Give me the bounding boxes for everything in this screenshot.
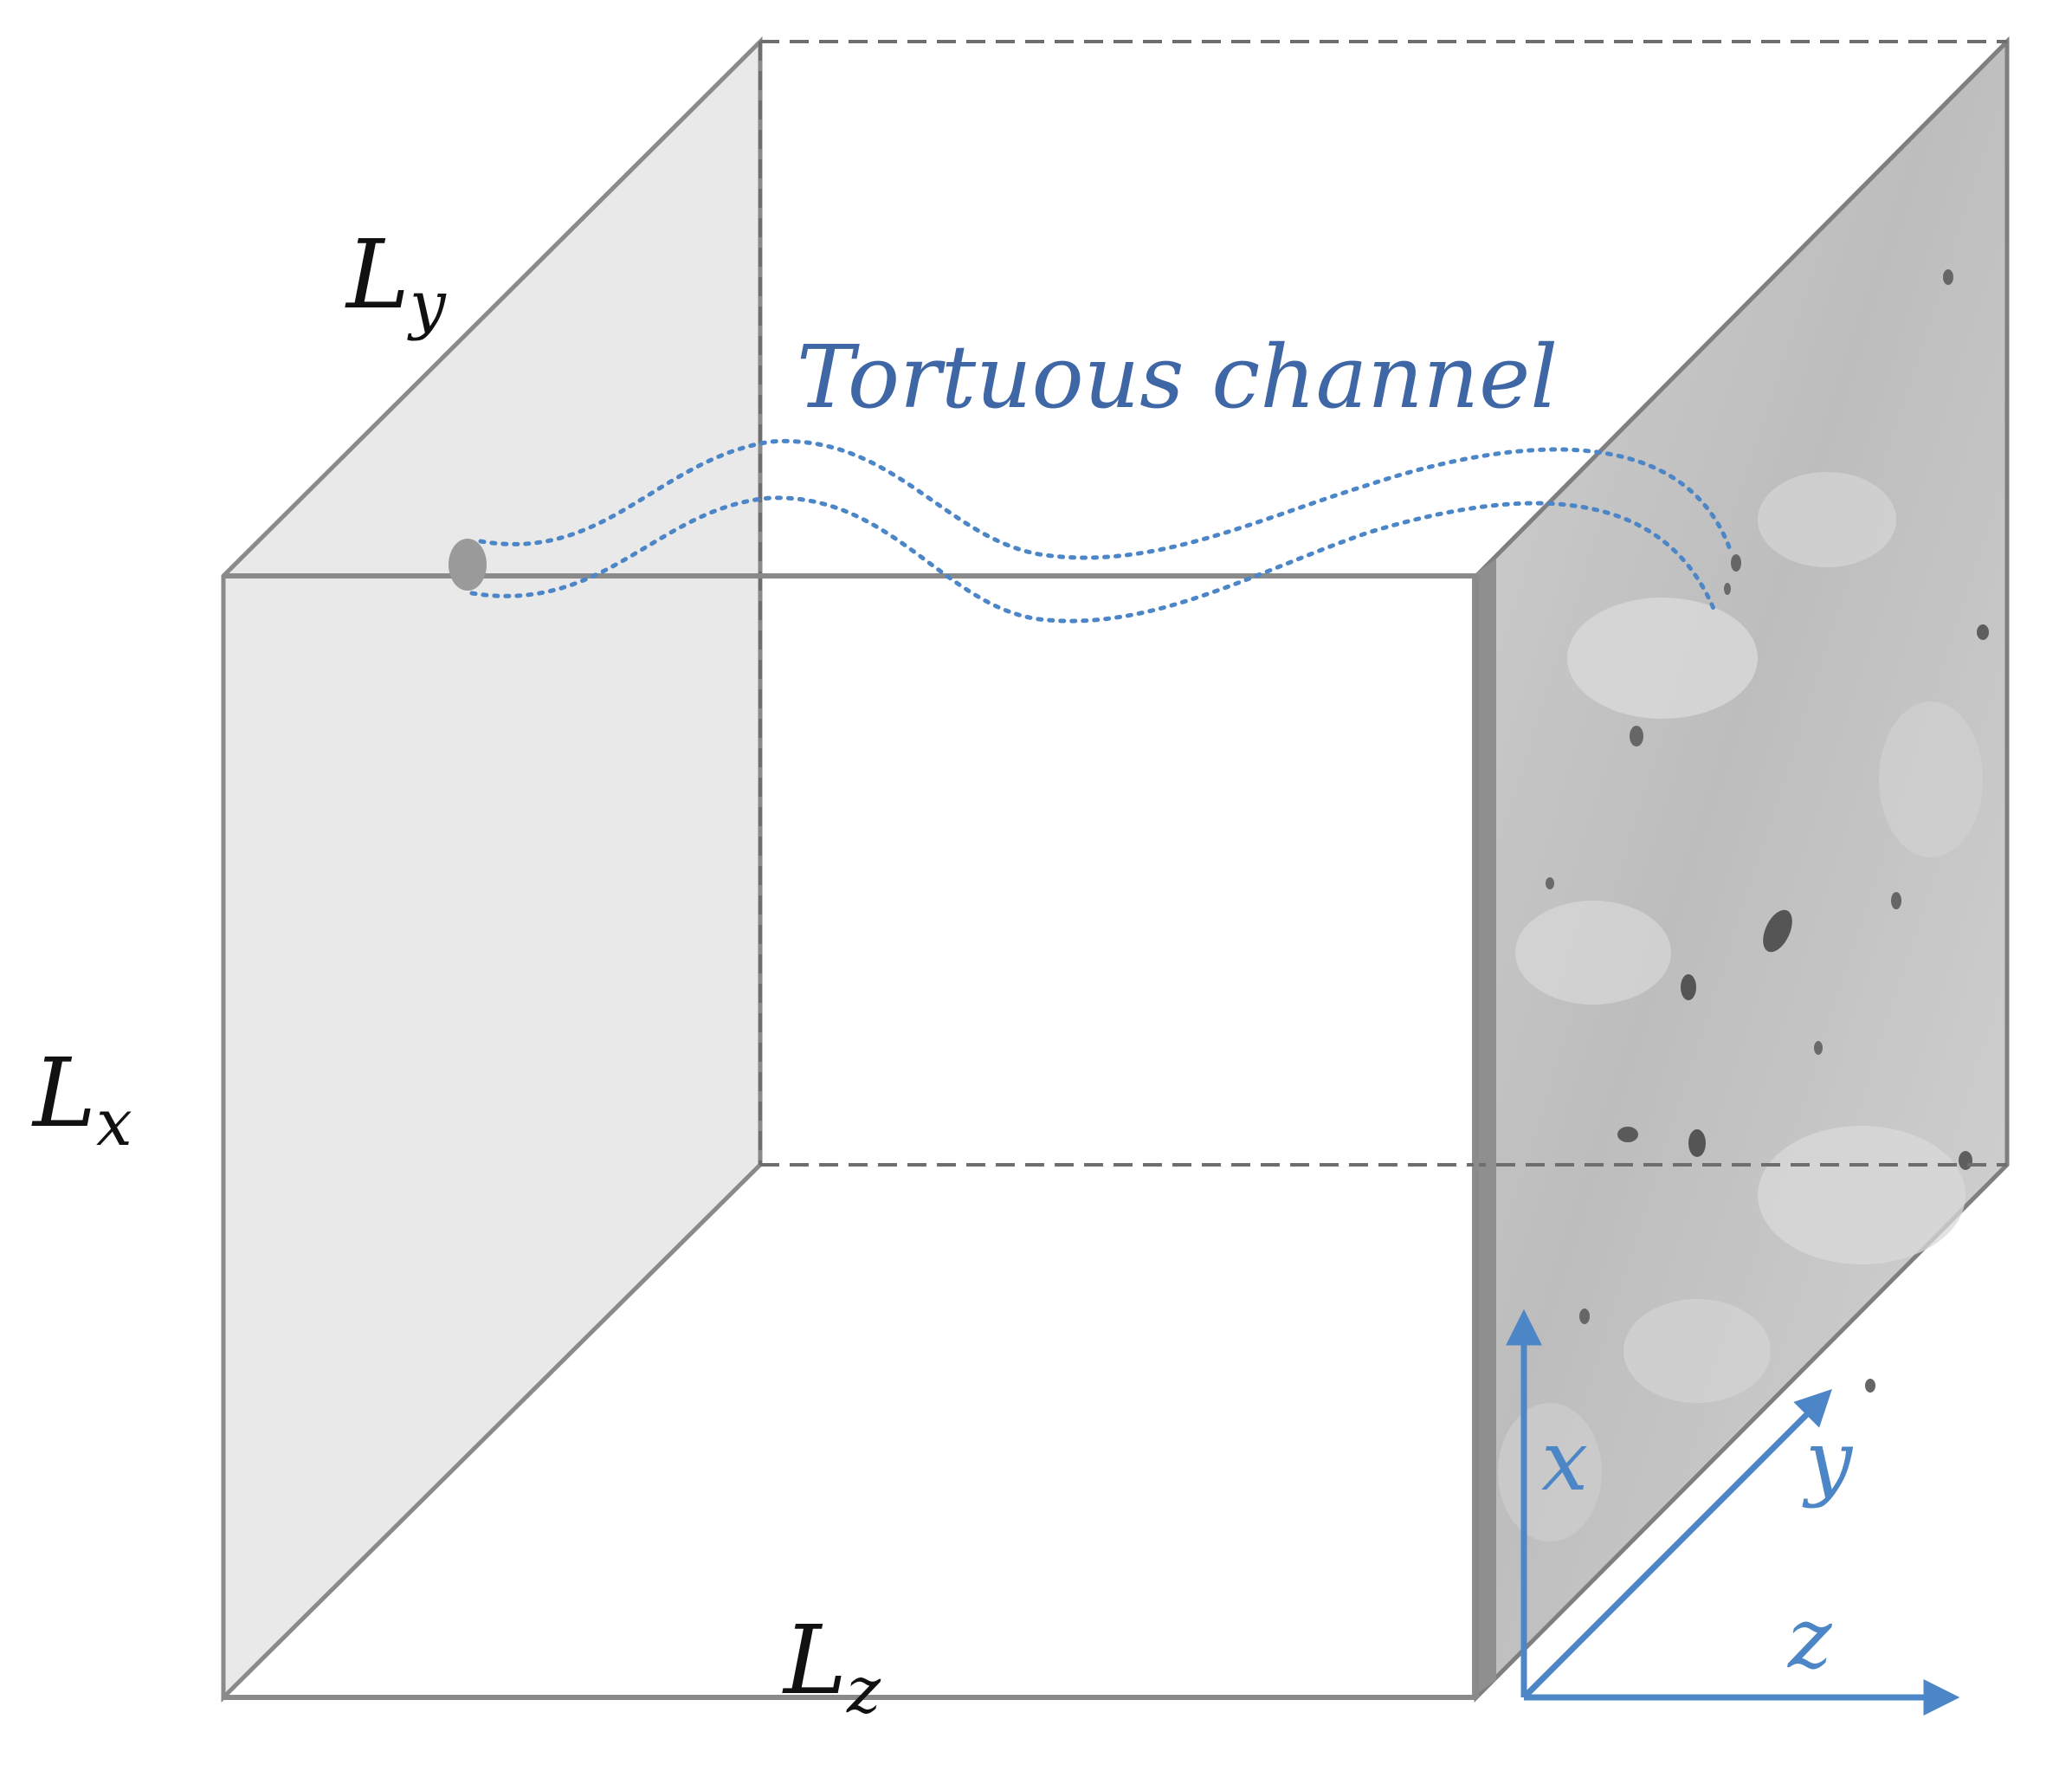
label-lz: Lz [782, 1605, 881, 1728]
hidden-edges [758, 40, 2007, 1167]
label-ly-sub: y [407, 268, 447, 342]
axis-x-label: x [1541, 1412, 1588, 1509]
tortuous-channel [469, 438, 1734, 624]
label-lz-main: L [782, 1605, 847, 1716]
axis-y-arrow [1521, 1389, 1832, 1700]
axis-y-label: y [1802, 1412, 1854, 1509]
label-lx: Lx [31, 1037, 132, 1160]
label-lx-main: L [31, 1037, 96, 1148]
label-ly: Ly [345, 219, 447, 342]
axis-z-label: z [1787, 1590, 1833, 1687]
front-edges [223, 573, 1479, 1700]
left-face [221, 36, 763, 1703]
axes [1506, 1309, 1960, 1716]
label-lz-sub: z [846, 1653, 881, 1728]
channel-label: Tortuous channel [797, 326, 1558, 428]
label-ly-main: L [345, 219, 410, 330]
channel-inlet-dot [449, 539, 487, 591]
label-lx-sub: x [96, 1086, 132, 1160]
